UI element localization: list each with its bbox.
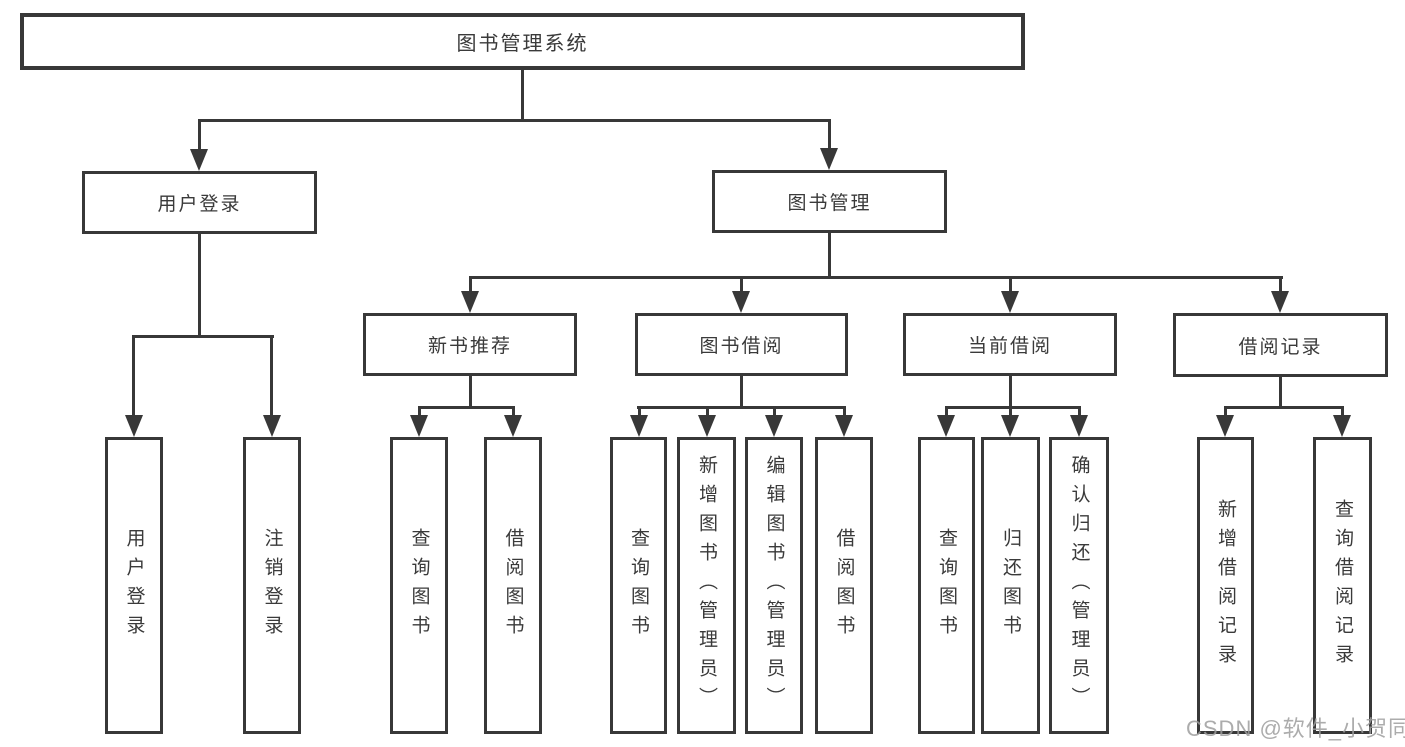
connector-line	[198, 119, 831, 122]
leaf-return-books: 归还图书	[981, 437, 1040, 734]
leaf-label: 注销登录	[261, 527, 283, 644]
connector-line	[637, 406, 846, 409]
leaf-borrow-books-borrowing: 借阅图书	[815, 437, 873, 734]
connector-line	[773, 406, 776, 419]
leaf-add-book-admin: 新增图书（管理员）	[677, 437, 736, 734]
arrow-down-icon	[504, 415, 522, 437]
arrow-down-icon	[1070, 415, 1088, 437]
node-label: 新书推荐	[427, 336, 512, 357]
arrow-down-icon	[125, 415, 143, 437]
arrow-down-icon	[835, 415, 853, 437]
arrow-down-icon	[1333, 415, 1351, 437]
connector-line	[521, 70, 524, 119]
arrow-down-icon	[937, 415, 955, 437]
arrow-down-icon	[765, 415, 783, 437]
arrow-down-icon	[698, 415, 716, 437]
connector-line	[198, 234, 201, 335]
connector-line	[1009, 276, 1012, 294]
leaf-label: 查询借阅记录	[1332, 498, 1353, 673]
arrow-down-icon	[732, 291, 750, 313]
leaf-label: 用户登录	[123, 527, 145, 644]
arrow-down-icon	[1001, 291, 1019, 313]
connector-line	[469, 276, 472, 294]
leaf-label: 借阅图书	[502, 527, 524, 644]
csdn-watermark: CSDN @软件_小贺同学	[1186, 716, 1405, 741]
node-library-management-system: 图书管理系统	[20, 13, 1025, 70]
leaf-logout: 注销登录	[243, 437, 301, 734]
leaf-label: 查询图书	[628, 527, 649, 644]
leaf-add-borrow-record: 新增借阅记录	[1197, 437, 1254, 734]
connector-line	[1341, 406, 1344, 419]
arrow-down-icon	[190, 149, 208, 171]
leaf-confirm-return-admin: 确认归还（管理员）	[1049, 437, 1109, 734]
node-label: 图书管理系统	[456, 33, 589, 55]
connector-line	[1279, 276, 1282, 294]
node-label: 用户登录	[157, 194, 242, 215]
connector-line	[945, 406, 1081, 409]
arrow-down-icon	[263, 415, 281, 437]
leaf-query-books-recommend: 查询图书	[390, 437, 448, 734]
connector-line	[132, 335, 135, 417]
connector-line	[843, 406, 846, 419]
leaf-edit-book-admin: 编辑图书（管理员）	[745, 437, 803, 734]
leaf-label: 新增图书（管理员）	[696, 455, 717, 716]
node-new-book-recommendation: 新书推荐	[363, 313, 577, 376]
connector-line	[1224, 406, 1344, 409]
arrow-down-icon	[1271, 291, 1289, 313]
connector-line	[270, 335, 273, 417]
arrow-down-icon	[1001, 415, 1019, 437]
node-label: 图书借阅	[699, 336, 784, 357]
connector-line	[1009, 406, 1012, 419]
arrow-down-icon	[1216, 415, 1234, 437]
connector-line	[198, 119, 201, 151]
connector-line	[1224, 406, 1227, 419]
leaf-borrow-books-recommend: 借阅图书	[484, 437, 542, 734]
connector-line	[469, 376, 472, 409]
connector-line	[638, 406, 641, 419]
connector-line	[1279, 377, 1282, 409]
leaf-query-books-current: 查询图书	[918, 437, 975, 734]
connector-line	[1078, 406, 1081, 419]
connector-line	[945, 406, 948, 419]
leaf-label: 查询图书	[936, 527, 957, 644]
leaf-label: 新增借阅记录	[1215, 498, 1236, 673]
node-current-borrowing: 当前借阅	[903, 313, 1117, 376]
connector-line	[1009, 376, 1012, 409]
node-borrowing-records: 借阅记录	[1173, 313, 1388, 377]
connector-line	[828, 233, 831, 276]
arrow-down-icon	[410, 415, 428, 437]
node-label: 借阅记录	[1238, 336, 1323, 358]
leaf-label: 归还图书	[1000, 527, 1021, 644]
connector-line	[418, 406, 421, 419]
connector-line	[469, 276, 1283, 279]
leaf-label: 借阅图书	[833, 527, 855, 644]
connector-line	[740, 276, 743, 294]
connector-line	[512, 406, 515, 419]
leaf-label: 确认归还（管理员）	[1068, 455, 1090, 716]
leaf-user-login: 用户登录	[105, 437, 163, 734]
connector-line	[418, 406, 515, 409]
node-label: 当前借阅	[967, 336, 1052, 357]
arrow-down-icon	[630, 415, 648, 437]
leaf-query-books-borrowing: 查询图书	[610, 437, 667, 734]
connector-line	[706, 406, 709, 419]
connector-line	[740, 376, 743, 409]
connector-line	[828, 119, 831, 151]
node-book-management: 图书管理	[712, 170, 947, 233]
connector-line	[132, 335, 274, 338]
leaf-label: 编辑图书（管理员）	[763, 455, 785, 716]
node-book-borrowing: 图书借阅	[635, 313, 848, 376]
arrow-down-icon	[820, 148, 838, 170]
node-label: 图书管理	[787, 193, 872, 214]
node-user-login: 用户登录	[82, 171, 317, 234]
leaf-query-borrow-record: 查询借阅记录	[1313, 437, 1372, 734]
arrow-down-icon	[461, 291, 479, 313]
leaf-label: 查询图书	[408, 527, 430, 644]
